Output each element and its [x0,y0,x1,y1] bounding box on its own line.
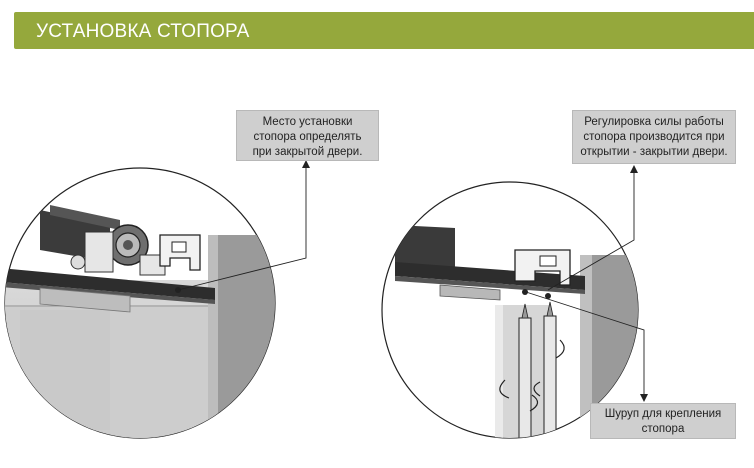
leader-line-left [177,165,307,291]
callout-text: Шуруп для крепления [604,408,722,420]
section-header: УСТАНОВКА СТОПОРА [14,12,754,49]
callout-install-location: Место установки стопора определять при з… [236,110,379,161]
roller-icon [107,224,149,266]
guide-rail [5,268,215,300]
callout-text: стопора [641,423,685,435]
screwdriver-icon [518,301,557,438]
leader-line-right-top [547,170,635,291]
callout-force-adjustment: Регулировка силы работы стопора производ… [572,110,736,164]
rotate-arrow-icon [499,339,565,412]
callout-text: стопора определять [253,131,362,143]
callout-text: Место установки [262,116,353,128]
callout-text: при закрытой двери. [252,146,363,158]
callout-text: стопора производится при [583,131,725,143]
page-title: УСТАНОВКА СТОПОРА [36,21,250,42]
right-detail-view [381,165,648,439]
callout-text: Регулировка силы работы [584,116,724,128]
stopper-icon [514,249,571,299]
stopper-icon [159,234,201,293]
callout-mounting-screw: Шуруп для крепления стопора [590,403,736,439]
left-detail-view [4,160,310,439]
callout-text: открытии - закрытии двери. [580,146,728,158]
leader-line-right-bottom [525,291,645,398]
